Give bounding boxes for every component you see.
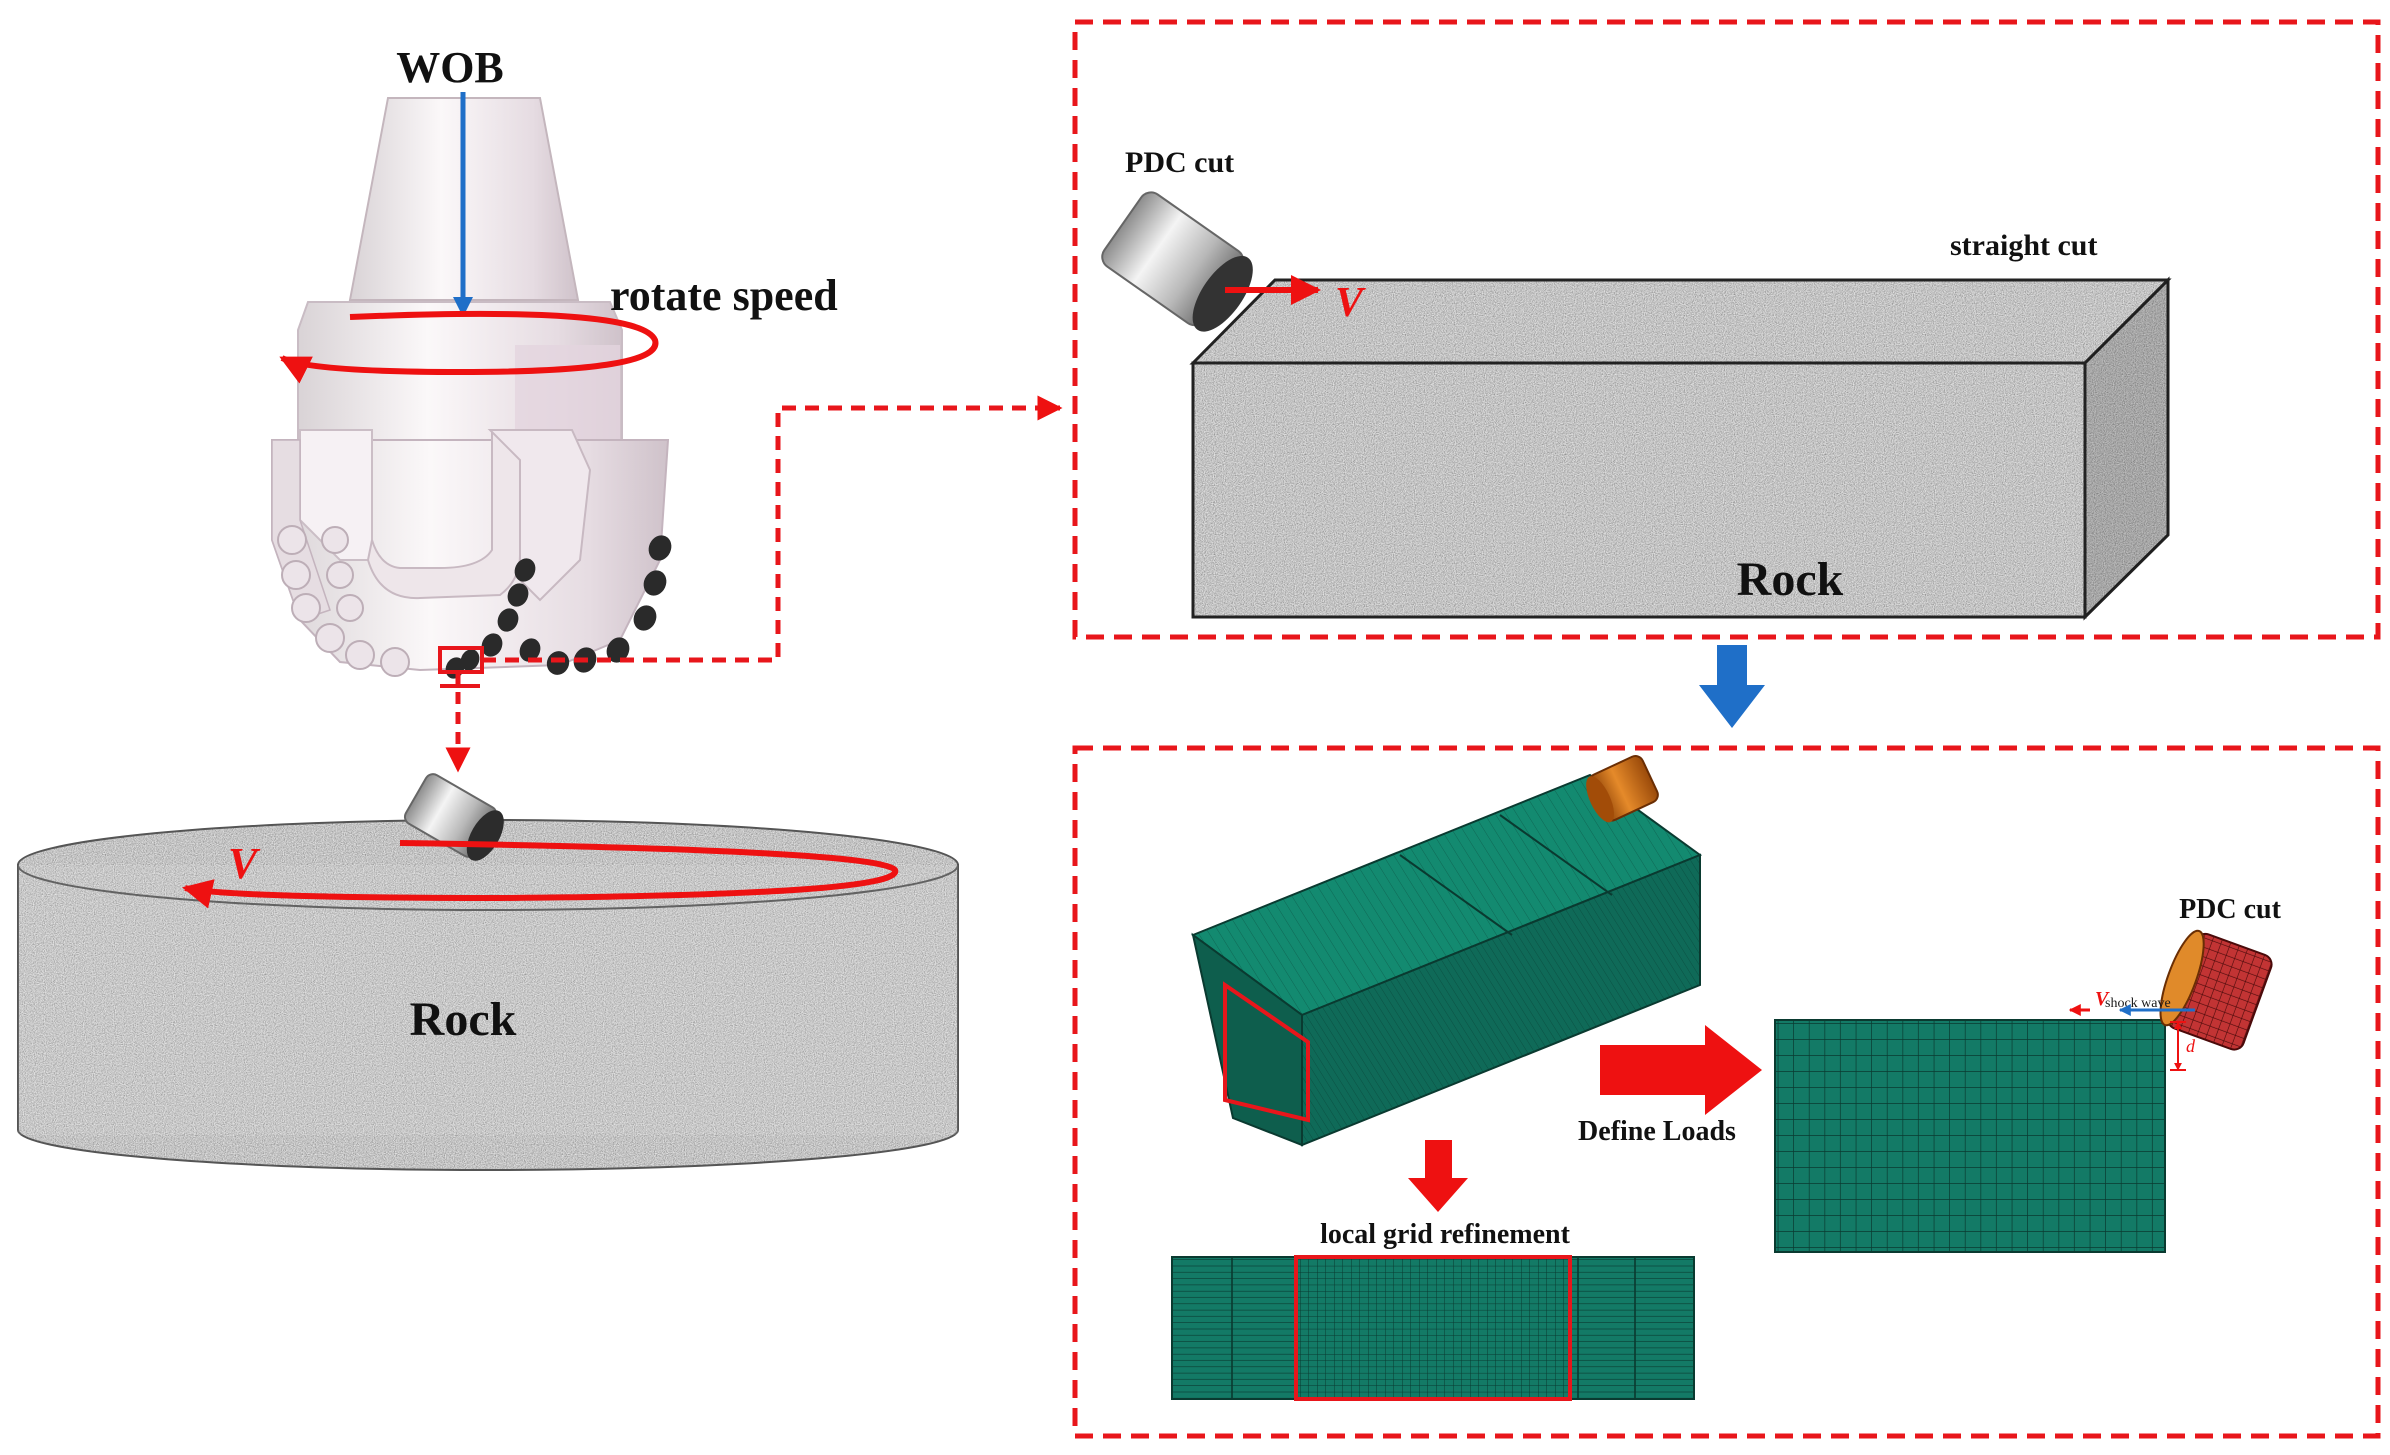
rotate-speed-arrow bbox=[279, 310, 659, 384]
connector-to-straight-cut bbox=[482, 395, 1063, 663]
top-right-dashed-frame bbox=[1072, 19, 2381, 640]
top-right-panel: PDC cut V straight cut Rock bbox=[1072, 19, 2381, 640]
wob-label: WOB bbox=[396, 43, 504, 92]
refinement-fine-region bbox=[1296, 1257, 1570, 1399]
top-pdc-label: PDC cut bbox=[1125, 146, 1234, 179]
pdc-cutter-icon bbox=[1101, 191, 1253, 332]
left-rock-label: Rock bbox=[410, 993, 517, 1046]
depth-label: d bbox=[2186, 1036, 2196, 1056]
define-loads-arrow bbox=[1600, 1025, 1762, 1115]
bottom-right-dashed-frame bbox=[1072, 745, 2381, 1439]
loaded-mesh bbox=[1774, 1019, 2166, 1253]
bit-cutter-bumps bbox=[277, 525, 410, 677]
refinement-arrow bbox=[1408, 1140, 1468, 1212]
bit-blade-right bbox=[487, 429, 592, 602]
mesh-box-side bbox=[1301, 853, 1701, 1147]
rock-block-side-shade bbox=[2085, 280, 2168, 617]
refinement-highlight-box bbox=[1294, 1255, 1572, 1401]
rock-velocity-label: V bbox=[228, 839, 261, 888]
rock-cylinder-sheen bbox=[18, 865, 958, 1135]
bit-cutters bbox=[445, 535, 672, 679]
bottom-pdc-label: PDC cut bbox=[2179, 894, 2282, 925]
cylinder-cutter-icon bbox=[403, 773, 504, 861]
rock-cylinder-side bbox=[17, 864, 959, 1171]
loaded-cutter-icon bbox=[2159, 929, 2273, 1051]
panel-transition-arrow bbox=[1699, 645, 1765, 728]
mesh-box-band-line-2 bbox=[1499, 814, 1613, 896]
mesh-box-cutter-icon bbox=[1586, 755, 1659, 823]
top-rock-label: Rock bbox=[1737, 553, 1844, 606]
rock-block-front bbox=[1191, 361, 2087, 619]
straight-cut-label: straight cut bbox=[1950, 229, 2097, 262]
top-velocity-label: V bbox=[1335, 280, 1366, 326]
rock-velocity-arrow bbox=[182, 840, 899, 909]
rotate-speed-label: rotate speed bbox=[610, 271, 838, 320]
left-panel: WOB rotate speed V Rock bbox=[17, 43, 1063, 1171]
mesh-box-band-line-1 bbox=[1399, 854, 1513, 936]
loaded-velocity-label: V bbox=[2095, 988, 2110, 1010]
mesh-box-refine-highlight bbox=[1223, 981, 1310, 1123]
refinement-label: local grid refinement bbox=[1320, 1219, 1571, 1250]
bottom-right-panel: local grid refinement Define Loads PDC c… bbox=[1072, 745, 2381, 1439]
define-loads-label: Define Loads bbox=[1578, 1116, 1736, 1147]
